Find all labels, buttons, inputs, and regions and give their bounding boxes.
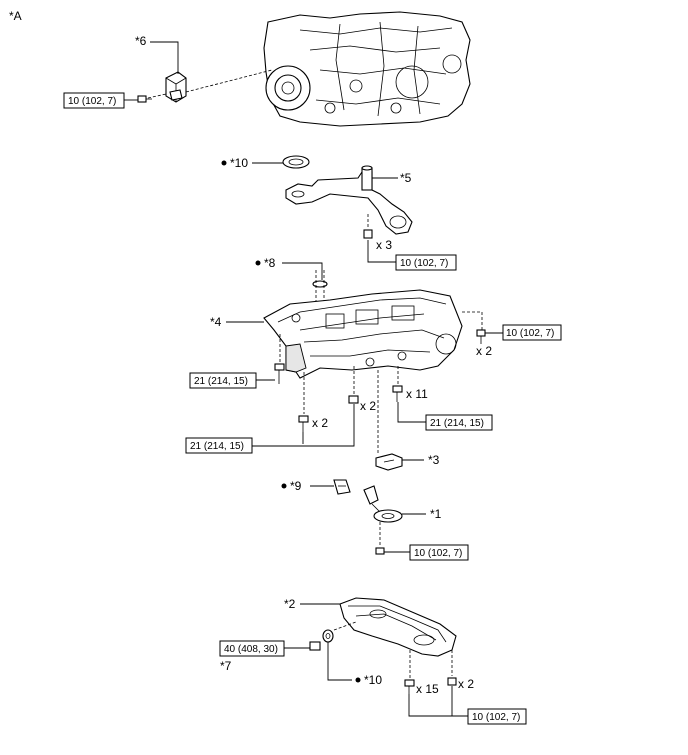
callout-10-bottom: *10 xyxy=(364,673,382,687)
torque-bracket-value: 10 (102, 7) xyxy=(68,96,116,107)
callout-6: *6 xyxy=(135,34,147,48)
torque-box-pan xyxy=(467,708,527,725)
part-4-oil-pan-upper xyxy=(263,289,463,379)
torque-strainer-value: 10 (102, 7) xyxy=(400,258,448,269)
pan-bolt-15 xyxy=(404,679,415,694)
part-3-bracket xyxy=(375,453,403,471)
callout-leader-8 xyxy=(282,262,323,280)
engine-block-illustration xyxy=(263,11,471,127)
part-5-oil-strainer xyxy=(285,165,413,235)
torque-left-value: 21 (214, 15) xyxy=(194,376,248,387)
strainer-bolt xyxy=(363,229,373,239)
left-bolt xyxy=(274,363,285,384)
sensor-bolt xyxy=(375,547,385,555)
callout-2: *2 xyxy=(284,597,296,611)
torque-leader-lower-left-b xyxy=(252,404,355,447)
callout-5: *5 xyxy=(400,171,412,185)
torque-lower-left-value: 21 (214, 15) xyxy=(190,441,244,452)
callout-1: *1 xyxy=(430,507,442,521)
torque-pan-value: 10 (102, 7) xyxy=(472,712,520,723)
qty-lower-left: x 2 xyxy=(312,416,328,430)
part-10-gasket-top xyxy=(282,155,310,169)
new-part-dot-8 xyxy=(255,260,261,266)
torque-drain-value: 40 (408, 30) xyxy=(224,644,278,655)
callout-leader-6 xyxy=(150,41,179,74)
bracket-bolt-guide xyxy=(147,93,167,99)
new-part-dot-top xyxy=(221,160,227,166)
new-part-dot-bottom xyxy=(355,677,361,683)
torque-box-drain xyxy=(219,640,285,657)
part-8-o-ring xyxy=(312,280,328,288)
torque-box-strainer xyxy=(395,254,457,271)
pan-nut xyxy=(348,395,359,404)
qty-strainer: x 3 xyxy=(376,238,392,252)
callout-9: *9 xyxy=(290,479,302,493)
callout-8: *8 xyxy=(264,256,276,270)
view-label: *A xyxy=(9,9,22,23)
pan-bolt-2 xyxy=(447,677,457,686)
torque-box-center xyxy=(425,414,493,431)
torque-right-value: 10 (102, 7) xyxy=(506,328,554,339)
callout-4: *4 xyxy=(210,315,222,329)
torque-box-bracket xyxy=(63,92,125,109)
callout-7: *7 xyxy=(220,659,232,673)
new-part-dot-9 xyxy=(281,483,287,489)
torque-box-right xyxy=(502,324,562,341)
part-6-bracket xyxy=(165,71,187,103)
part-1-oil-level-sensor xyxy=(363,485,403,523)
part-9-gasket xyxy=(333,479,351,495)
lower-left-bolt xyxy=(298,415,309,432)
torque-center-value: 21 (214, 15) xyxy=(430,418,484,429)
qty-pan-2: x 2 xyxy=(458,677,474,691)
torque-leader-center xyxy=(397,402,426,423)
torque-box-sensor xyxy=(409,544,469,561)
torque-box-lower-left xyxy=(185,437,253,454)
callout-leader-10-bottom xyxy=(327,642,352,681)
torque-box-left xyxy=(189,372,257,389)
part-10-drain-gasket xyxy=(322,629,334,643)
qty-nut: x 2 xyxy=(360,399,376,413)
drain-plug xyxy=(309,641,321,651)
right-bolt xyxy=(476,329,486,344)
center-bolt xyxy=(392,385,403,402)
qty-center: x 11 xyxy=(406,387,428,401)
torque-leader-strainer xyxy=(367,240,396,263)
qty-right: x 2 xyxy=(476,344,492,358)
torque-sensor-value: 10 (102, 7) xyxy=(414,548,462,559)
torque-leader-pan-a xyxy=(408,694,468,717)
callout-10-top: *10 xyxy=(230,156,248,170)
part-2-oil-pan-lower xyxy=(339,597,457,657)
drain-plug-guide xyxy=(333,621,357,631)
callout-3: *3 xyxy=(428,453,440,467)
bracket-guide-line xyxy=(185,69,273,93)
qty-pan-15: x 15 xyxy=(416,682,439,696)
bracket-bolt xyxy=(137,95,152,103)
